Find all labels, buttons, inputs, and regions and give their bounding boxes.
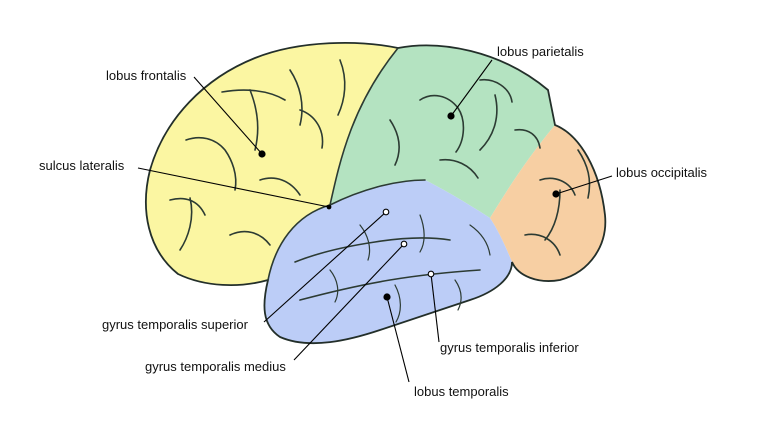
leader-lines xyxy=(137,59,613,383)
frontal-sulcus xyxy=(229,230,271,246)
frontal-lobe-region xyxy=(145,42,398,286)
parietal-sulcus xyxy=(439,128,541,179)
temporal-sulcus xyxy=(359,214,425,261)
frontal-sulcus xyxy=(169,197,206,251)
parietal-sulcus xyxy=(419,94,465,153)
labels: lobus frontalis lobus parietalis lobus o… xyxy=(39,44,708,399)
temporal-sulcus xyxy=(294,237,451,263)
temporal-inferior-leader xyxy=(430,273,440,343)
label-lobus-parietalis: lobus parietalis xyxy=(497,44,584,59)
markers xyxy=(258,112,560,301)
frontal-leader xyxy=(193,76,263,155)
occipital-sulcus xyxy=(524,149,591,256)
temporal-marker xyxy=(383,293,391,301)
frontal-sulcus xyxy=(337,59,346,116)
temporal-medius-leader xyxy=(293,243,405,361)
temporal-lobe-region xyxy=(264,180,512,344)
parietal-marker xyxy=(447,112,455,120)
temporal-sulcus xyxy=(329,269,401,323)
lobe-regions xyxy=(145,42,606,344)
frontal-sulcus xyxy=(289,69,324,149)
temporal-inferior-marker xyxy=(427,270,435,278)
lateral-sulcus-marker xyxy=(326,204,332,210)
temporal-sulcus xyxy=(454,224,491,311)
label-gyrus-temporalis-inferior: gyrus temporalis inferior xyxy=(440,340,579,355)
occipital-lobe-region xyxy=(490,125,606,282)
temporal-superior-marker xyxy=(382,208,390,216)
label-gyrus-temporalis-medius: gyrus temporalis medius xyxy=(145,359,286,374)
label-lobus-occipitalis: lobus occipitalis xyxy=(616,165,708,180)
parietal-sulcus xyxy=(479,78,513,151)
frontal-sulcus xyxy=(185,136,237,191)
occipital-sulcus xyxy=(539,177,576,241)
temporal-leader xyxy=(386,296,410,383)
temporal-superior-leader xyxy=(263,211,387,323)
label-lobus-temporalis: lobus temporalis xyxy=(414,384,509,399)
label-sulcus-lateralis: sulcus lateralis xyxy=(39,158,125,173)
label-lobus-frontalis: lobus frontalis xyxy=(106,68,187,83)
occipital-leader xyxy=(555,175,613,195)
parietal-lobe-region xyxy=(330,45,555,218)
parietal-sulcus xyxy=(389,119,400,166)
temporal-sulcus xyxy=(299,269,481,301)
brain-outer-rim xyxy=(145,41,607,345)
central-sulcus-line xyxy=(329,47,399,206)
frontal-sulcus xyxy=(221,89,286,151)
gyri-details xyxy=(169,59,591,323)
occipital-marker xyxy=(552,190,560,198)
label-gyrus-temporalis-superior: gyrus temporalis superior xyxy=(102,317,249,332)
temporal-medius-marker xyxy=(400,240,408,248)
frontal-sulcus xyxy=(259,177,301,196)
parietal-leader xyxy=(450,59,493,117)
lateral-sulcus-leader xyxy=(137,167,330,208)
frontal-marker xyxy=(258,150,266,158)
